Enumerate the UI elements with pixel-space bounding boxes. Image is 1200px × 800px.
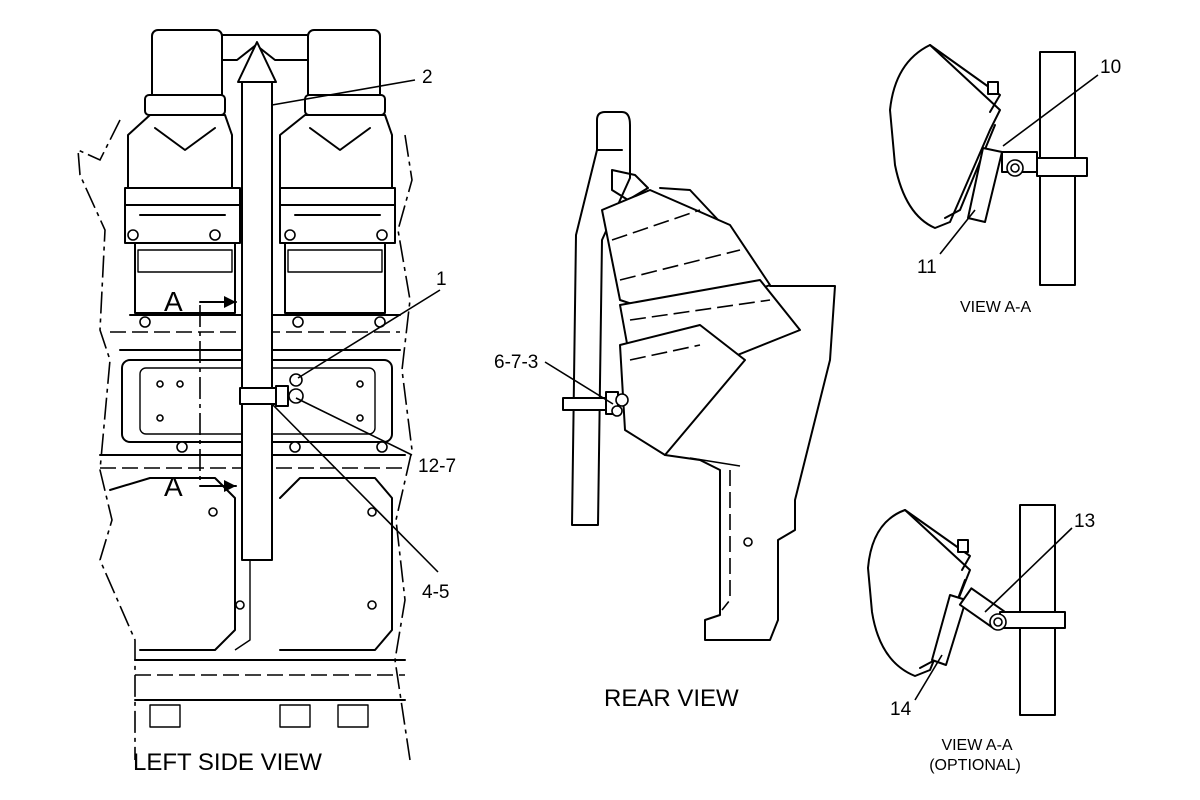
left-air-cleaner [124, 29, 241, 314]
view-a-a-optional: 13 14 VIEW A-A (OPTIONAL) [867, 504, 1095, 774]
callout-14: 14 [890, 699, 912, 720]
left-side-view: A A 2 1 12-7 4-5 LEFT SIDE VIEW [77, 29, 456, 776]
view-a-a-optional-label-line2: (OPTIONAL) [929, 757, 1021, 774]
section-marker-bottom: A [164, 471, 183, 502]
callout-10: 10 [1100, 57, 1121, 78]
callout-6-7-3: 6-7-3 [494, 352, 538, 373]
left-side-view-label: LEFT SIDE VIEW [133, 749, 322, 776]
callout-12-7: 12-7 [418, 456, 456, 477]
callout-1: 1 [436, 269, 447, 290]
tube-clamp [239, 373, 304, 407]
section-line-a-a [199, 296, 237, 492]
rear-view-label: REAR VIEW [604, 685, 739, 712]
callout-2: 2 [422, 67, 433, 88]
callout-11: 11 [917, 257, 937, 278]
section-marker-top: A [164, 286, 183, 317]
callout-4-5: 4-5 [422, 582, 449, 603]
exhaust-tube [237, 41, 277, 561]
rear-view: 6-7-3 REAR VIEW [494, 111, 836, 712]
right-air-cleaner [279, 29, 396, 314]
view-a-a-label: VIEW A-A [960, 299, 1031, 316]
view-a-a-optional-label-line1: VIEW A-A [941, 737, 1012, 754]
view-a-a: 10 11 VIEW A-A [889, 44, 1121, 316]
callout-13: 13 [1074, 511, 1095, 532]
